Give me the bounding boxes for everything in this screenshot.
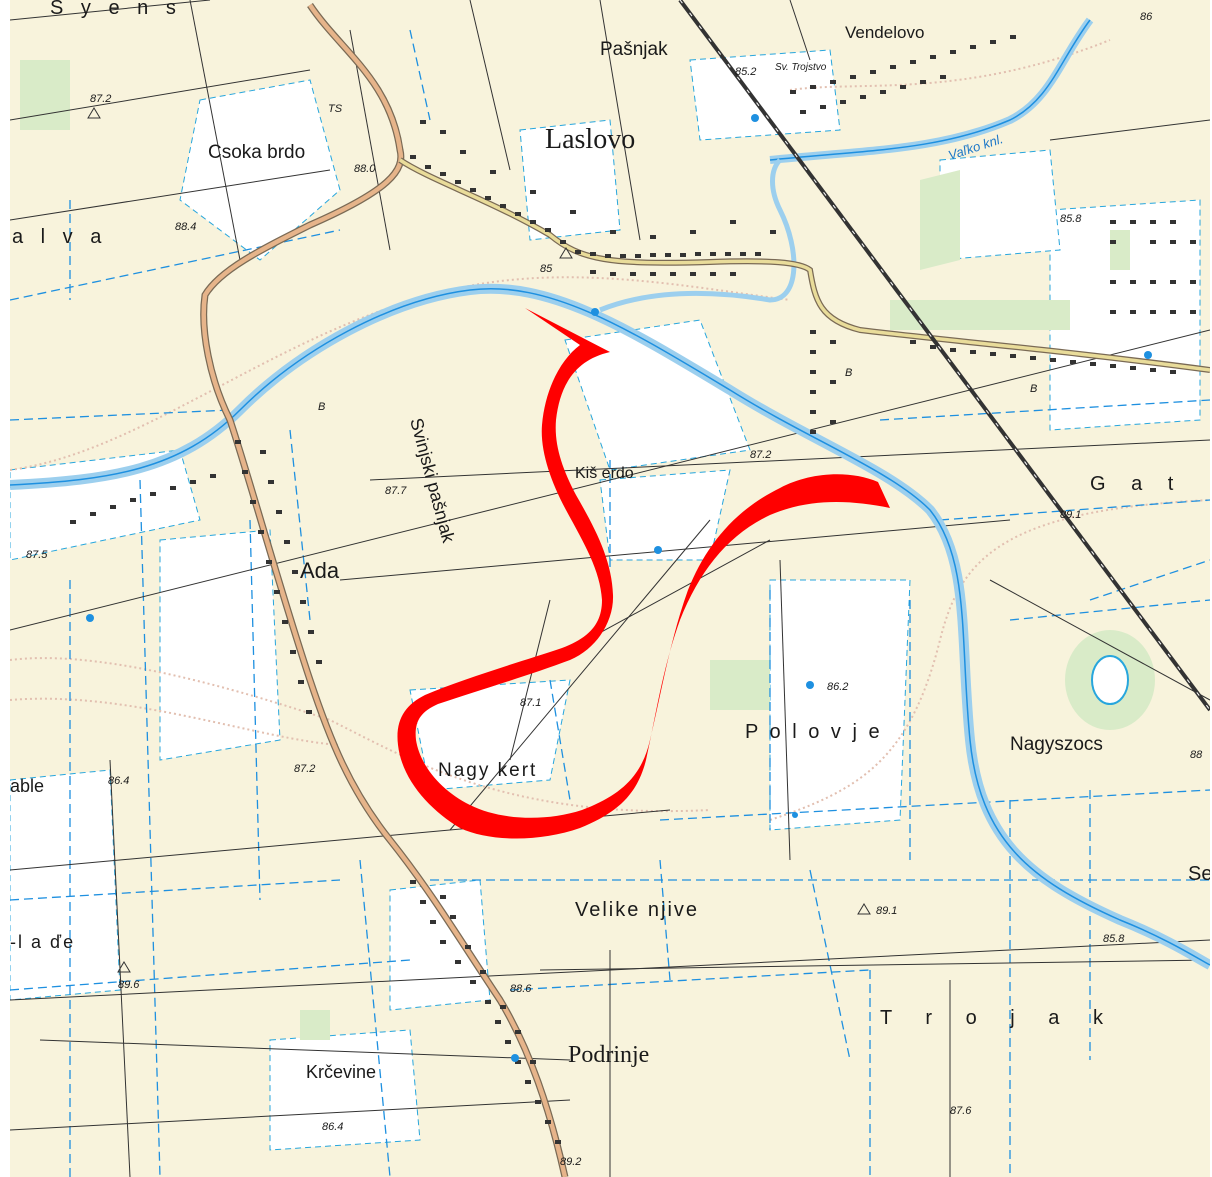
parcel-boundaries	[10, 0, 1210, 1177]
spot-height: 89.6	[118, 979, 140, 991]
well-icon	[511, 1054, 519, 1062]
elevation-markers	[87, 107, 871, 973]
spot-height: 87.2	[294, 763, 315, 775]
label-b: B	[318, 401, 325, 413]
village-road-fill	[399, 158, 1210, 372]
river-centerline	[10, 288, 1210, 966]
spot-height: 87.5	[26, 549, 48, 561]
label-b: B	[1030, 383, 1037, 395]
well-icons	[86, 114, 1152, 1062]
spot-height: 88.0	[354, 163, 376, 175]
label-se: Se	[1188, 863, 1210, 885]
label-laslovo: Laslovo	[545, 124, 635, 155]
map-canvas: S y e n s Pašnjak Vendelovo Sv. Trojstvo…	[10, 0, 1210, 1177]
well-icon	[806, 681, 814, 689]
well-icon	[591, 308, 599, 316]
spot-height: 85.8	[1103, 933, 1125, 945]
label-vendelovo: Vendelovo	[845, 23, 924, 42]
spot-height: 86	[1140, 11, 1153, 23]
building-cluster-vendelovo	[790, 35, 1016, 114]
label-krcevine: Krčevine	[306, 1062, 376, 1082]
label-kis-erdo: Kiš erdo	[575, 465, 634, 482]
label-alva: a l v a	[12, 226, 107, 248]
spot-height: 85.2	[735, 66, 756, 78]
label-polovje: P o l o v j e	[745, 721, 883, 743]
main-road-fill	[201, 3, 568, 1177]
spot-height: 88	[1190, 749, 1203, 761]
label-pasnjak: Pašnjak	[600, 39, 668, 60]
railway-ties	[679, 0, 1210, 711]
label-csoka-brdo: Csoka brdo	[208, 142, 305, 163]
building-cluster-east	[810, 220, 1196, 434]
spot-height: 88.4	[175, 221, 196, 233]
well-icon	[792, 812, 798, 818]
spot-height: 87.6	[950, 1105, 972, 1117]
label-lade: -l a ďe	[10, 932, 75, 952]
label-sv-trojstvo: Sv. Trojstvo	[775, 62, 827, 73]
spot-height: 87.2	[90, 93, 111, 105]
spot-height: 86.4	[322, 1121, 343, 1133]
building-cluster-laslovo	[410, 120, 776, 276]
old-river-arm	[599, 158, 797, 313]
map-labels: S y e n s Pašnjak Vendelovo Sv. Trojstvo…	[10, 0, 1210, 1168]
buildings	[70, 35, 1196, 1144]
spot-height: 86.4	[108, 775, 129, 787]
building-cluster-podrinje	[70, 440, 561, 1144]
well-icon	[751, 114, 759, 122]
spot-height: 89.2	[560, 1156, 581, 1168]
label-nagyszocs: Nagyszocs	[1010, 734, 1103, 755]
label-podrinje: Podrinje	[568, 1042, 649, 1068]
spot-height: 87.2	[750, 449, 771, 461]
label-ada: Ada	[300, 558, 340, 583]
well-icon	[1144, 351, 1152, 359]
label-gat: G a t	[1090, 473, 1183, 495]
pond	[1091, 655, 1129, 705]
label-trojak: T r o j a k	[880, 1007, 1117, 1029]
canal-centerline	[769, 19, 1091, 161]
well-icon	[86, 614, 94, 622]
spot-height: 86.2	[827, 681, 848, 693]
label-able: able	[10, 776, 44, 796]
label-nagy-kert: Nagy kert	[438, 760, 537, 781]
label-ts: TS	[328, 103, 343, 115]
spot-height: 87.1	[520, 697, 541, 709]
spot-height: 85	[540, 263, 553, 275]
spot-height: 85.8	[1060, 213, 1082, 225]
spot-height: 89.1	[1060, 509, 1081, 521]
field-parcels	[10, 49, 1201, 1151]
spot-height: 89.1	[876, 905, 897, 917]
label-velike-njive: Velike njive	[575, 899, 699, 921]
spot-height: 88.6	[510, 983, 532, 995]
well-icon	[654, 546, 662, 554]
label-b: B	[845, 367, 852, 379]
label-top-partial: S y e n s	[50, 0, 182, 19]
spot-height: 87.7	[385, 485, 407, 497]
